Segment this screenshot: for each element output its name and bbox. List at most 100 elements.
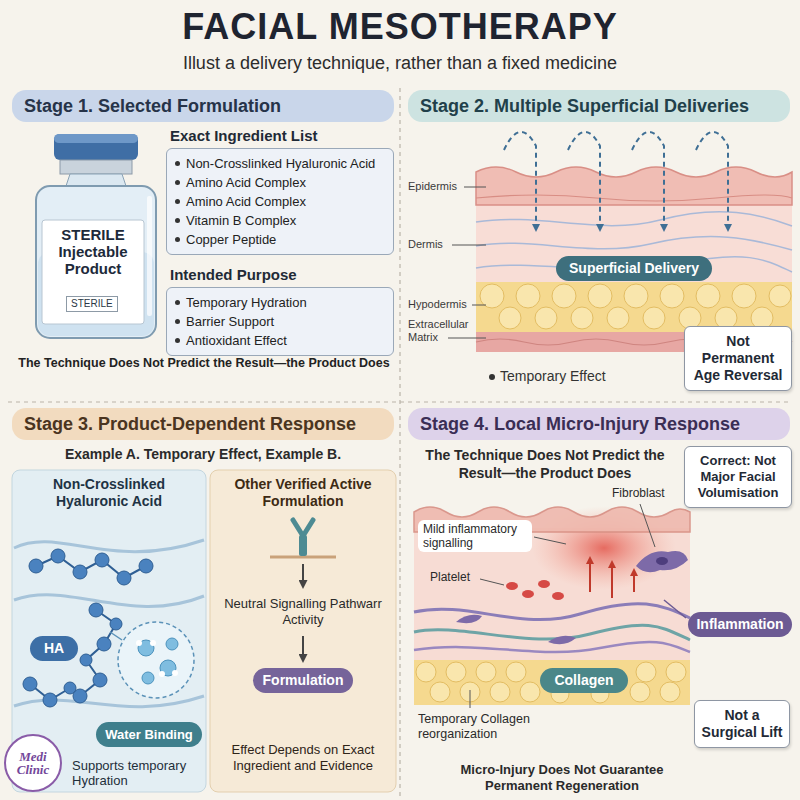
path-shape: [414, 625, 690, 640]
delivery-pill: Superficial Delivery: [556, 256, 712, 281]
circle-shape: [490, 682, 510, 702]
path-shape: [548, 636, 576, 645]
circle-shape: [535, 307, 557, 329]
line-shape: [640, 504, 655, 547]
rect-shape: [476, 205, 792, 282]
diagram-title: FACIAL MESOTHERAPY: [0, 6, 800, 48]
circle-shape: [430, 682, 450, 702]
circle-shape: [23, 677, 37, 691]
list-row: Vitamin B Complex: [175, 211, 385, 230]
line-shape: [8, 401, 792, 402]
circle-shape: [571, 307, 593, 329]
circle-shape: [643, 307, 665, 329]
purpose-list: Intended PurposeTemporary HydrationBarri…: [166, 265, 394, 356]
node-text: Water Binding: [102, 726, 196, 743]
collagen-pill: Collagen: [540, 668, 628, 693]
node-text: Not Permanent Age Reversal: [691, 333, 785, 384]
bullet-dot: [175, 319, 180, 324]
line-shape: [464, 187, 486, 188]
path-shape: [504, 132, 536, 230]
path-shape: [476, 212, 792, 226]
layer-label: Epidermis: [408, 180, 472, 193]
rect-shape: [299, 535, 307, 556]
stage-footnote: Micro-Injury Does Not Guarantee Permanen…: [434, 762, 690, 794]
circle-shape: [489, 374, 495, 380]
list-heading: Exact Ingredient List: [166, 126, 394, 145]
vial-tag: STERILE: [66, 296, 118, 312]
ingredient-list: Exact Ingredient ListNon-Crosslinked Hya…: [166, 126, 394, 255]
line-shape: [664, 600, 686, 618]
subtitle: Illust a delivery technique, rather than…: [0, 52, 800, 74]
circle-shape: [118, 622, 194, 698]
circle-shape: [89, 603, 103, 617]
bullet-dot: [175, 237, 180, 242]
dividers: [8, 88, 792, 796]
circle-shape: [630, 682, 650, 702]
circle-shape: [95, 553, 109, 567]
list-row: Antioxidant Effect: [175, 331, 385, 350]
path-shape: [293, 520, 313, 536]
rect-shape: [36, 186, 156, 338]
line-shape: [589, 558, 591, 592]
vial-shape: STERILE Injectable ProductSTERILE: [26, 132, 166, 342]
circle-shape: [80, 654, 92, 666]
g-shape: [504, 132, 728, 230]
circle-shape: [97, 637, 111, 651]
g-shape: [136, 640, 178, 677]
cell-label: Fibroblast: [612, 486, 682, 500]
bullet-dot: [175, 338, 180, 343]
example-heading: Non-Crosslinked Hyaluronic Acid: [18, 476, 200, 510]
list-row: Temporary Hydration: [175, 293, 385, 312]
cell-label: Platelet: [430, 570, 480, 584]
g-shape: [590, 558, 634, 598]
line-shape: [302, 564, 304, 586]
line-shape: [611, 562, 613, 598]
g-shape: [138, 638, 178, 684]
circle-shape: [159, 671, 165, 677]
bullet-dot: [175, 180, 180, 185]
path-shape: [14, 595, 204, 607]
circle-shape: [136, 640, 142, 646]
list-row: Non-Crosslinked Hyaluronic Acid: [175, 154, 385, 173]
clinic-logo: Medi Clinic: [4, 734, 62, 792]
list-item: Amino Acid Complex: [186, 192, 385, 211]
note-box: Not Permanent Age Reversal: [684, 326, 792, 391]
rect-shape: [210, 470, 396, 792]
list-frame: Temporary HydrationBarrier SupportAntiox…: [166, 287, 394, 356]
circle-shape: [64, 682, 76, 694]
circle-shape: [607, 307, 629, 329]
list-item: Barrier Support: [186, 312, 385, 331]
rect-shape: [54, 134, 138, 160]
circle-shape: [166, 638, 178, 650]
circle-shape: [660, 284, 684, 308]
path-shape: [456, 615, 482, 623]
receptor-pathway: [270, 520, 336, 660]
circle-shape: [520, 682, 540, 702]
circle-shape: [624, 284, 648, 308]
circle-shape: [552, 284, 576, 308]
circle-shape: [73, 565, 87, 579]
example-note: Effect Depends on Exact Ingredient and E…: [218, 742, 388, 774]
example-panel-grounds: [12, 470, 396, 792]
bullet-dot: [175, 300, 180, 305]
line-shape: [633, 570, 635, 592]
node-text: Not a Surgical Lift: [701, 707, 783, 741]
circle-shape: [150, 640, 156, 646]
circle-shape: [660, 682, 680, 702]
path-shape: [414, 642, 690, 652]
circle-shape: [416, 662, 436, 682]
path-shape: [476, 237, 792, 250]
circle-shape: [476, 662, 496, 682]
list-row: Amino Acid Complex: [175, 173, 385, 192]
list-item: Vitamin B Complex: [186, 211, 385, 230]
list-item: Non-Crosslinked Hyaluronic Acid: [186, 154, 385, 173]
g-shape: [416, 662, 686, 703]
note-box: Not a Surgical Lift: [694, 700, 790, 748]
layer-label: Hypodermis: [408, 298, 472, 311]
path-shape: [476, 167, 792, 205]
skin-section-stage-4: [414, 504, 690, 708]
list-item: Copper Peptide: [186, 230, 385, 249]
g-shape: [448, 187, 486, 338]
ellipse-shape: [538, 580, 550, 588]
rect-shape: [476, 282, 792, 332]
